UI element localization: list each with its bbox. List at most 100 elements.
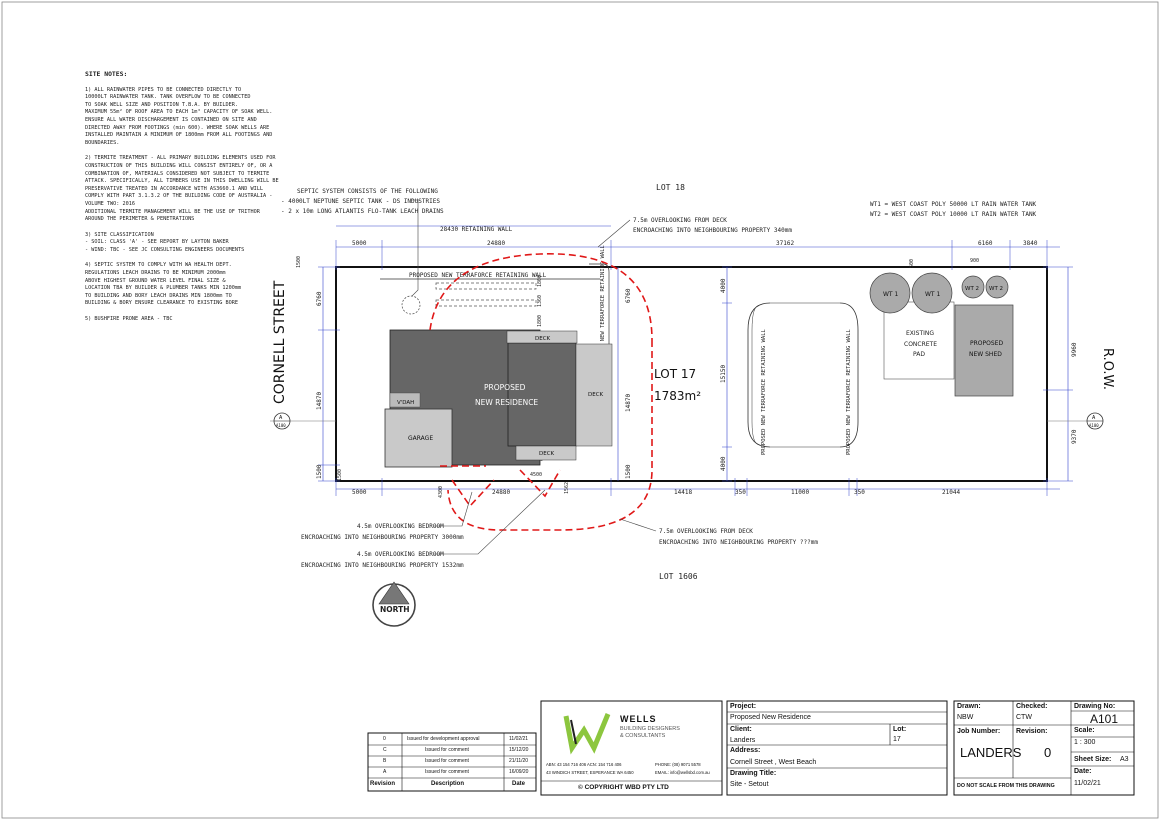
dim-small-4: 4500: [530, 472, 542, 478]
septic-tank: [401, 295, 421, 315]
address-label: Address:: [730, 747, 761, 754]
dim-small-3: 4300: [438, 486, 444, 498]
terraforce-u-wall-right: [839, 302, 859, 448]
checked-value: CTW: [1016, 714, 1032, 721]
rev-row-0-id: 0: [383, 736, 386, 742]
residence-labels: PROPOSED NEW RESIDENCE GARAGE V'DAH DECK…: [397, 336, 604, 457]
wt1-label-a: WT 1: [883, 291, 899, 298]
company-phone: PHONE: (08) 9071 5578: [655, 762, 701, 767]
dim-small-2: 1800: [537, 315, 543, 327]
job-number-value: LANDERS: [960, 745, 1022, 760]
drawing-title-value: Site - Setout: [730, 781, 769, 788]
north-label: NORTH: [380, 605, 409, 614]
checked-label: Checked:: [1016, 703, 1048, 710]
bottom-labels: 4.5m OVERLOOKING BEDROOM ENCROACHING INT…: [301, 523, 818, 581]
deck-label-bottom: DECK: [539, 451, 555, 457]
leach-drains: [435, 282, 537, 307]
dim-mid-1: 14870: [625, 394, 632, 412]
wells-logo-icon: [563, 713, 611, 755]
section-a-right: A: [1092, 415, 1096, 421]
water-tanks: [869, 272, 1009, 314]
company-email: EMAIL: info@wellsbd.com.au: [655, 770, 710, 775]
rev-row-1-desc: Issued for comment: [425, 747, 469, 753]
rev-row-1-date: 15/12/20: [509, 747, 529, 753]
site-notes-heading: SITE NOTES:: [85, 70, 128, 78]
dim-bottom-4: 11000: [791, 489, 809, 496]
wt2-label-a: WT 2: [965, 286, 979, 292]
site-note-3: 3) SITE CLASSIFICATION - SOIL: CLASS 'A'…: [85, 231, 245, 253]
terraforce-u-label-right: PROPOSED NEW TERRAFORCE RETAINING WALL: [846, 328, 852, 455]
deck-overlook-top-leader: [597, 219, 631, 248]
top-labels: LOT 18 7.5m OVERLOOKING FROM DECK ENCROA…: [633, 183, 792, 234]
terraforce-u-wall-left-inner: [751, 304, 761, 446]
dimension-texts: 5000 24880 37162 6160 3840 5000 24880 14…: [296, 240, 1078, 498]
site-note-1: 1) ALL RAINWATER PIPES TO BE CONNECTED D…: [85, 86, 273, 146]
client-label: Client:: [730, 726, 752, 733]
site-boundary: [335, 266, 1048, 482]
row-label: R.O.W.: [1100, 348, 1115, 390]
bedroom-overlook-2b: ENCROACHING INTO NEIGHBOURING PROPERTY 1…: [301, 562, 464, 569]
client-value: Landers: [730, 737, 756, 744]
dim-right-1: 9370: [1071, 429, 1078, 444]
shed-label-1: PROPOSED: [970, 340, 1003, 347]
dim-mid-0: 6760: [625, 288, 632, 303]
lot18-label: LOT 18: [656, 183, 685, 192]
company-address: 43 WINDICH STREET, ESPERANCE WA 6450: [546, 770, 634, 775]
section-a-left: A: [279, 415, 283, 421]
wt2-label-b: WT 2: [989, 286, 1003, 292]
pad-label-3: PAD: [913, 351, 925, 358]
tank-notes: WT1 = WEST COAST POLY 50000 LT RAIN WATE…: [870, 201, 1037, 218]
revision-label: Revision:: [1016, 728, 1048, 735]
date-label: Date:: [1074, 768, 1092, 775]
drawing-title-label: Drawing Title:: [730, 770, 777, 777]
deck-overlook-bot-2: ENCROACHING INTO NEIGHBOURING PROPERTY ?…: [659, 539, 818, 546]
dim-small-8: 900: [970, 258, 979, 264]
terraforce-u-label-left: PROPOSED NEW TERRAFORCE RETAINING WALL: [761, 328, 767, 455]
section-ref-right: A100: [1089, 423, 1099, 428]
rev-row-2-id: B: [383, 758, 387, 764]
tank-labels: WT 1 WT 1 WT 2 WT 2: [883, 286, 1003, 298]
company-sub-2: & CONSULTANTS: [620, 733, 666, 739]
drawing-no-value: A101: [1090, 712, 1119, 726]
drawn-label: Drawn:: [957, 703, 981, 710]
dim-mid-2: 1500: [625, 464, 632, 479]
dim-bottom-3: 350: [735, 489, 746, 496]
dimension-lines: [318, 225, 1073, 496]
lot17-label: LOT 17: [654, 367, 696, 381]
company-name: WELLS: [620, 714, 657, 724]
garage-label: GARAGE: [408, 435, 433, 442]
rev-row-3-date: 16/09/20: [509, 769, 529, 775]
septic-note-1: SEPTIC SYSTEM CONSISTS OF THE FOLLOWING: [297, 188, 438, 195]
dim-small-0: 1800: [537, 275, 543, 287]
title-block-frames: [367, 700, 1135, 796]
dim-small-10: 1500: [337, 469, 343, 481]
wt1-label-b: WT 1: [925, 291, 941, 298]
retaining-wall-label: 28430 RETAINING WALL: [440, 226, 513, 233]
residence: [384, 329, 613, 468]
dim-shed-2: 4000: [720, 456, 727, 471]
proposed-shed: [954, 304, 1014, 397]
rev-row-2-date: 21/11/20: [509, 758, 529, 764]
site-note-5: 5) BUSHFIRE PRONE AREA - TBC: [85, 316, 173, 323]
lot1606-label: LOT 1606: [659, 572, 698, 581]
revision-value: 0: [1044, 745, 1052, 760]
deck-overlook-top-2: ENCROACHING INTO NEIGHBOURING PROPERTY 3…: [633, 227, 792, 234]
dim-top-2: 37162: [776, 240, 794, 247]
terraforce-side-wall: [589, 263, 610, 370]
deck-label-side: DECK: [588, 392, 604, 398]
proposed-residence-label-1: PROPOSED: [484, 383, 526, 392]
proposed-residence-label-2: NEW RESIDENCE: [475, 398, 538, 407]
section-ref-left: A100: [276, 423, 286, 428]
dim-left-2: 1500: [316, 464, 323, 479]
dim-bottom-6: 21044: [942, 489, 960, 496]
dim-bottom-5: 350: [854, 489, 865, 496]
bedroom-overlook-1a: 4.5m OVERLOOKING BEDROOM: [357, 523, 444, 530]
site-notes: SITE NOTES: 1) ALL RAINWATER PIPES TO BE…: [85, 70, 300, 332]
tank-note-2: WT2 = WEST COAST POLY 10000 LT RAIN WATE…: [870, 211, 1037, 218]
site-note-4: 4) SEPTIC SYSTEM TO COMPLY WITH WA HEALT…: [85, 262, 242, 307]
terraforce-side-label: PROPOSED NEW TERRAFORCE RETAINING WALL: [600, 244, 606, 371]
pad-label-1: EXISTING: [906, 330, 934, 337]
project-label: Project:: [730, 703, 757, 710]
overlook-zones: [429, 253, 653, 531]
dim-top-4: 3840: [1023, 240, 1038, 247]
